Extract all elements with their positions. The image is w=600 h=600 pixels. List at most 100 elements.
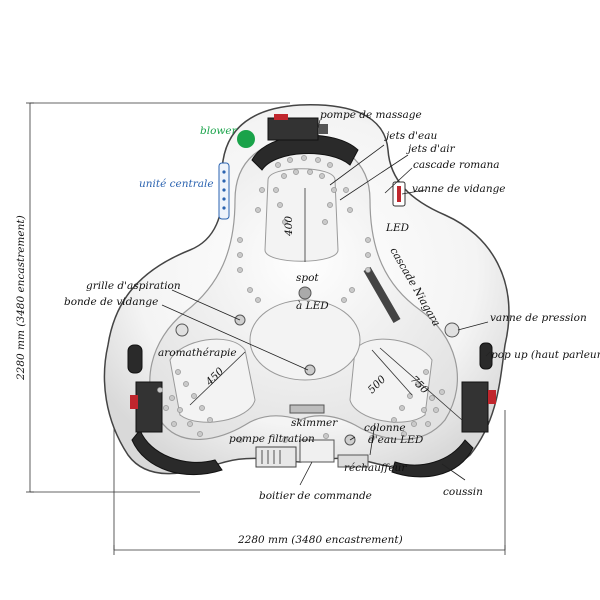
heater (337, 454, 369, 468)
jet (275, 162, 281, 168)
dimension-lines (26, 102, 506, 555)
jet (207, 417, 213, 423)
dim-400: 400 (283, 216, 295, 237)
label-blower: blower (200, 125, 238, 137)
jet (199, 405, 205, 411)
jet (439, 389, 445, 395)
jet (183, 381, 189, 387)
jet (319, 173, 325, 179)
jet (315, 157, 321, 163)
jet (407, 393, 413, 399)
seat-top (264, 168, 339, 262)
jet (187, 421, 193, 427)
jet (307, 169, 313, 175)
jet (365, 267, 371, 273)
center-floor (249, 299, 361, 381)
jet (237, 237, 243, 243)
jet (349, 287, 355, 293)
jet (273, 187, 279, 193)
jet (323, 433, 329, 439)
control-box (299, 439, 335, 463)
jet (237, 437, 243, 443)
jet (423, 369, 429, 375)
jet (237, 252, 243, 258)
jet (169, 395, 175, 401)
jet (191, 393, 197, 399)
jet (429, 395, 435, 401)
pillow-left (131, 429, 223, 476)
jet (327, 202, 333, 208)
spot-led-icon (298, 286, 312, 300)
jet (157, 387, 163, 393)
filtration-pump (255, 446, 297, 468)
niagara-cascade-icon (363, 267, 401, 323)
label-eau-led: d'eau LED (368, 434, 424, 446)
jet (411, 421, 417, 427)
label-a-led: à LED (296, 300, 329, 312)
label-rechauffeur: réchauffeur (344, 462, 407, 474)
jet (259, 187, 265, 193)
label-pompe-filtration: pompe filtration (229, 433, 315, 445)
label-jets-air: jets d'air (406, 143, 456, 155)
jet (255, 297, 261, 303)
inner-dimensions (189, 188, 463, 421)
dim-width: 2280 mm (3480 encastrement) (237, 534, 403, 546)
jet (421, 407, 427, 413)
label-vanne-pression: vanne de pression (490, 312, 587, 324)
jet (282, 219, 288, 225)
drain-plug-icon (304, 364, 316, 376)
blower-icon (237, 130, 255, 148)
jet (163, 405, 169, 411)
jet (401, 431, 407, 437)
label-spot: spot (296, 272, 319, 284)
jet (237, 267, 243, 273)
jet (425, 421, 431, 427)
pressure-valve-icon (444, 322, 460, 338)
jet (175, 369, 181, 375)
jet (282, 437, 288, 443)
jet (343, 187, 349, 193)
jet (281, 173, 287, 179)
jet (293, 169, 299, 175)
dim-height: 2280 mm (3480 encastrement) (15, 215, 27, 381)
massage-pump-right (461, 381, 496, 433)
jet (301, 155, 307, 161)
skimmer-icon (289, 404, 325, 414)
pillow-left-side (127, 344, 143, 374)
jet (255, 207, 261, 213)
label-coussin: coussin (443, 486, 483, 498)
label-unite-centrale: unité centrale (139, 178, 214, 190)
jet (247, 287, 253, 293)
label-boitier-commande: boitier de commande (259, 490, 372, 502)
label-vanne-vidange: vanne de vidange (412, 183, 506, 195)
unite-centrale-icon (218, 162, 230, 220)
jet (347, 207, 353, 213)
jet (341, 297, 347, 303)
jet (322, 219, 328, 225)
jet (197, 431, 203, 437)
jet (171, 421, 177, 427)
label-colonne: colonne (364, 422, 406, 434)
label-aromatherapie: aromathérapie (158, 347, 237, 359)
label-pompe-massage: pompe de massage (320, 109, 422, 121)
jet (433, 407, 439, 413)
massage-pump-top (267, 114, 328, 141)
jet (331, 187, 337, 193)
label-skimmer: skimmer (291, 417, 338, 429)
label-cascade-romana: cascade romana (413, 159, 500, 171)
aromatherapy-icon (175, 323, 189, 337)
drain-valve-icon (392, 181, 406, 207)
jet (399, 405, 405, 411)
label-grille-aspiration: grille d'aspiration (86, 280, 181, 292)
label-pop-up: pop up (haut parleur) (491, 349, 600, 361)
label-jets-eau: jets d'eau (384, 130, 437, 142)
label-led: LED (385, 222, 410, 234)
jet (177, 407, 183, 413)
jet (391, 417, 397, 423)
jet (277, 202, 283, 208)
leader-lines (161, 119, 491, 486)
jet (287, 157, 293, 163)
seat-left (169, 338, 256, 423)
jets-group (157, 155, 445, 443)
